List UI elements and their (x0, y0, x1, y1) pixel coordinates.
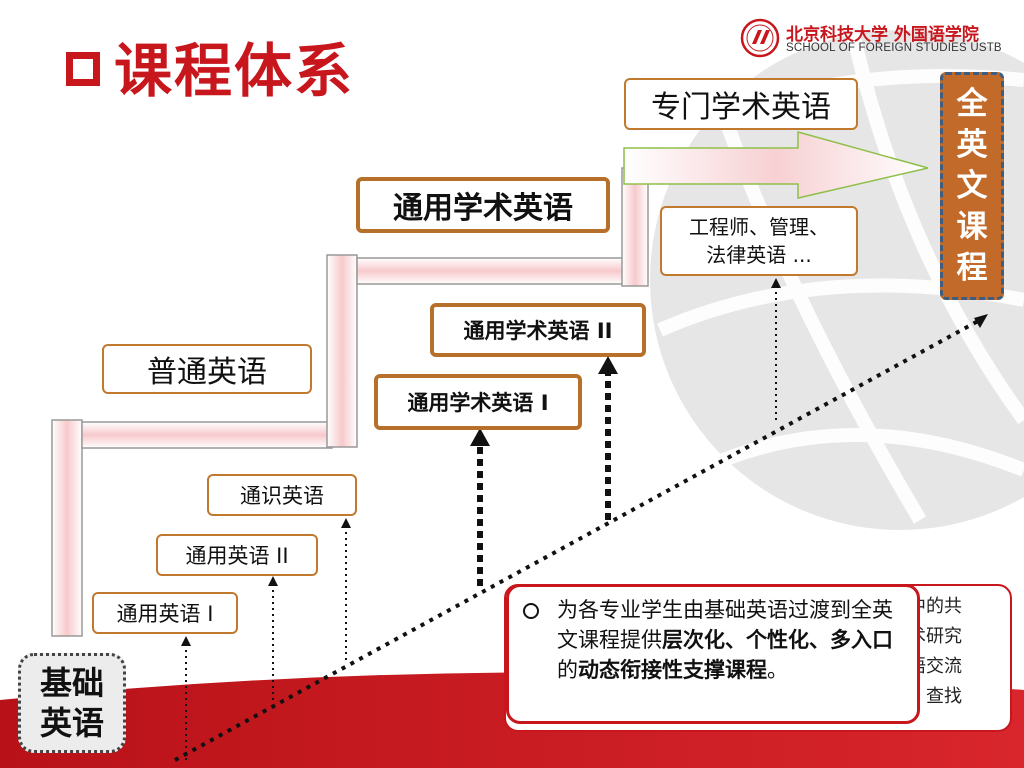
engineer-line-2: 法律英语 ... (706, 243, 812, 267)
quanying-char-5: 程 (956, 249, 988, 286)
box-basic-english: 基础 英语 (18, 653, 126, 753)
page-title-text: 课程体系 (114, 37, 355, 105)
back-line-1: 中的共 (908, 596, 962, 617)
quanying-char-3: 文 (956, 167, 988, 204)
box-zhuanmen-xueshu: 专门学术英语 (624, 78, 858, 130)
desc-part-2: 的 (557, 658, 578, 682)
box-tongyong-1: 通用英语 I (92, 592, 238, 634)
desc-bold-1: 层次化、个性化、多入口 (662, 628, 893, 652)
logo-chinese-name: 北京科技大学 外国语学院 (786, 25, 979, 45)
desc-part-1: 为各专业学生由基础英语过渡到全英文课程提供 (557, 598, 893, 652)
box-tongyong-xueshu-1: 通用学术英语 I (374, 374, 582, 430)
university-emblem-icon (740, 18, 780, 58)
back-line-2: 术研究 (908, 626, 962, 647)
quanying-char-2: 英 (956, 126, 988, 163)
basic-line-1: 基础 (39, 664, 104, 702)
engineer-line-1: 工程师、管理、 (689, 215, 829, 239)
desc-part-3: 。 (767, 658, 788, 682)
box-tongshi: 通识英语 (207, 474, 357, 516)
box-tongyong-2: 通用英语 II (156, 534, 318, 576)
page-title: 课程体系 (66, 36, 354, 106)
back-line-3: 语交流 (908, 656, 962, 677)
description-back-text: 中的共 术研究 语交流 、查找 (908, 592, 988, 712)
box-tongyong-xueshu-2: 通用学术英语 II (430, 303, 646, 357)
title-square-icon (66, 51, 100, 86)
logo-english-name: SCHOOL OF FOREIGN STUDIES USTB (786, 42, 1002, 54)
box-putong: 普通英语 (102, 344, 312, 394)
basic-line-2: 英语 (39, 704, 104, 742)
back-line-4: 、查找 (908, 686, 962, 707)
box-tongyong-xueshu: 通用学术英语 (356, 177, 610, 233)
university-logo: 北京科技大学 外国语学院 SCHOOL OF FOREIGN STUDIES U… (740, 18, 1010, 62)
desc-bold-2: 动态衔接性支撑课程 (578, 658, 767, 682)
bullet-circle-icon (523, 603, 539, 619)
quanying-char-4: 课 (956, 208, 988, 245)
box-all-english-courses: 全 英 文 课 程 (940, 72, 1004, 300)
description-text: 为各专业学生由基础英语过渡到全英文课程提供层次化、个性化、多入口的动态衔接性支撑… (557, 595, 905, 685)
quanying-char-1: 全 (956, 85, 988, 122)
box-engineer-management-law: 工程师、管理、 法律英语 ... (660, 206, 858, 276)
description-callout: 为各专业学生由基础英语过渡到全英文课程提供层次化、个性化、多入口的动态衔接性支撑… (506, 584, 920, 724)
